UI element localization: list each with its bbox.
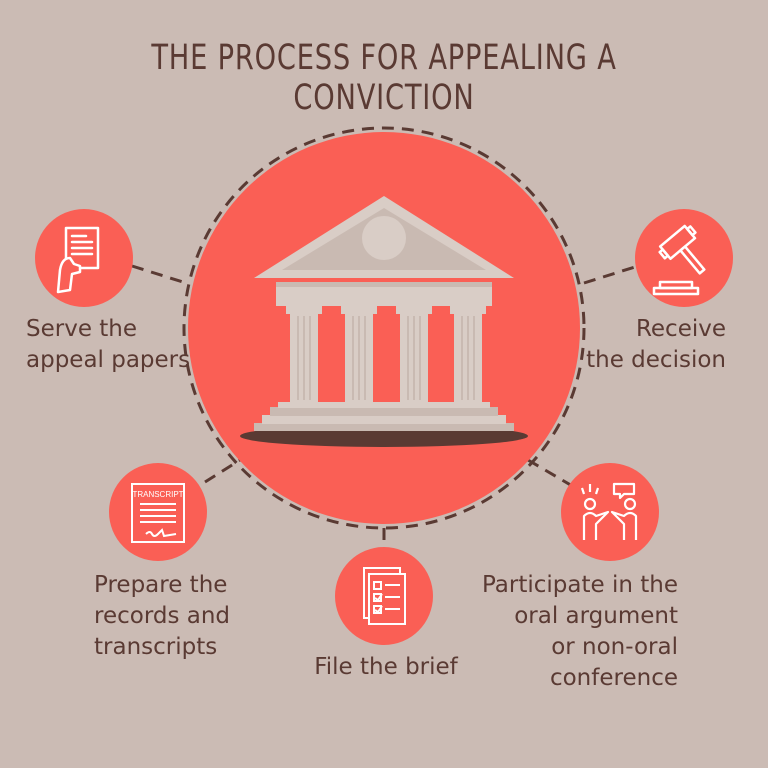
hand-holding-document-icon bbox=[56, 226, 100, 294]
transcript-icon-text: TRANSCRIPT bbox=[132, 490, 183, 499]
page-title: THE PROCESS FOR APPEALING A CONVICTION bbox=[151, 38, 617, 118]
step-serve-icon-group bbox=[35, 209, 133, 307]
center-circle bbox=[188, 132, 580, 524]
step-prepare-icon-group: TRANSCRIPT bbox=[109, 463, 207, 561]
dashed-ring bbox=[182, 126, 586, 530]
step-participate-icon-group bbox=[561, 463, 659, 561]
step-label-prepare: Prepare the records and transcripts bbox=[94, 572, 231, 660]
gavel-icon bbox=[652, 224, 706, 296]
step-label-receive: Receive the decision bbox=[586, 316, 726, 373]
checklist-document-icon bbox=[363, 567, 406, 625]
step-label-file: File the brief bbox=[314, 654, 458, 680]
step-file-icon-group bbox=[335, 547, 433, 645]
transcript-document-icon: TRANSCRIPT bbox=[131, 483, 185, 543]
connector-receive bbox=[583, 264, 639, 285]
step-receive-icon-group bbox=[635, 209, 733, 307]
courthouse-icon bbox=[240, 196, 528, 447]
people-arguing-icon bbox=[580, 482, 638, 540]
step-label-participate: Participate in the oral argument or non-… bbox=[481, 572, 678, 691]
connector-participate bbox=[527, 458, 575, 489]
step-label-serve: Serve the appeal papers bbox=[26, 316, 191, 373]
connector-prepare bbox=[204, 458, 241, 484]
connector-serve bbox=[131, 264, 187, 285]
